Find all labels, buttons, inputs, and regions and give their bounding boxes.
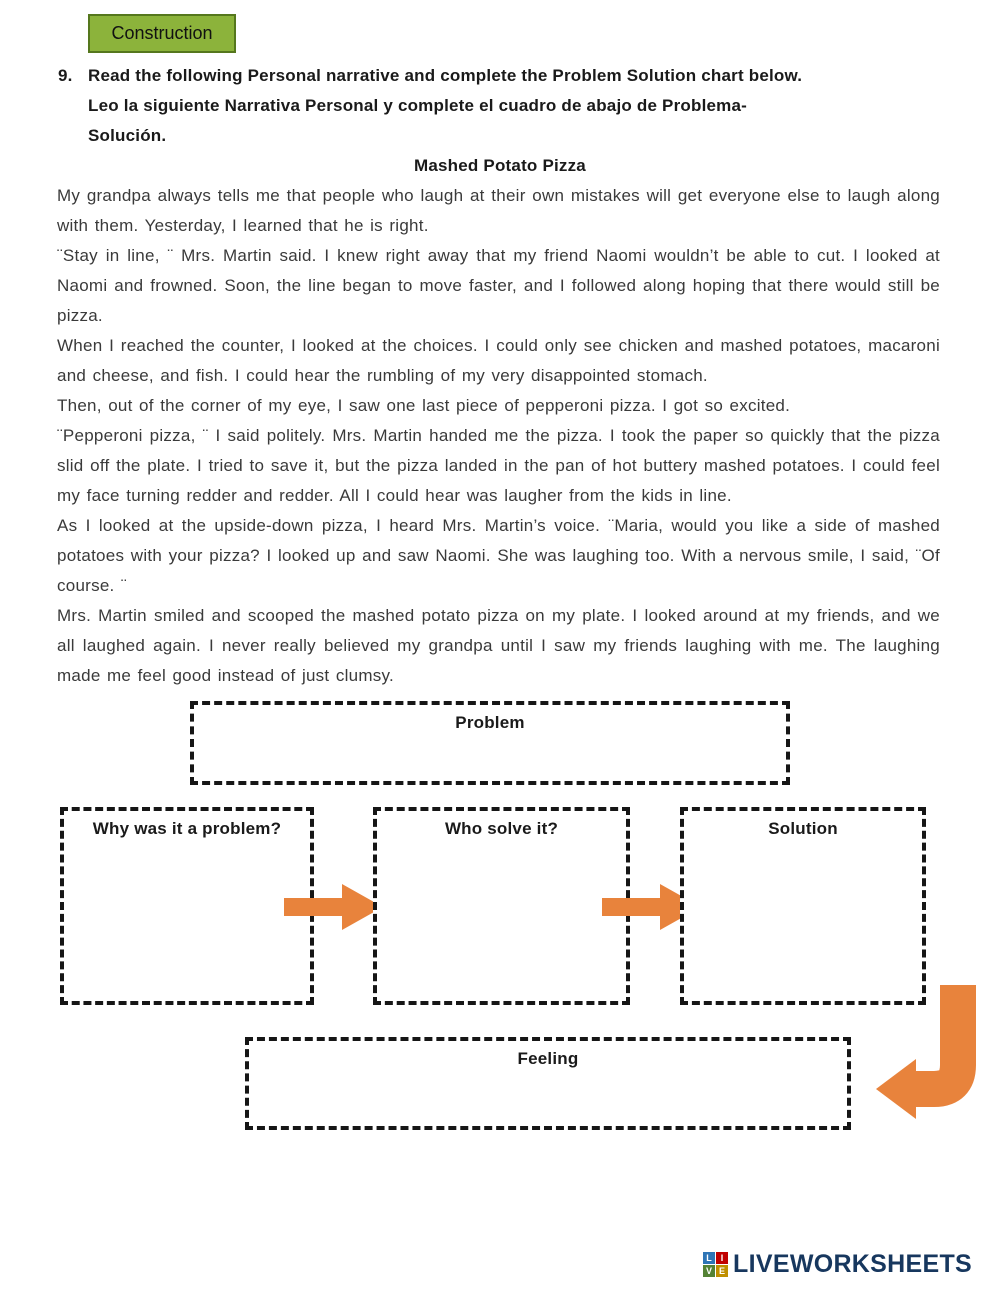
problem-label: Problem [455, 713, 525, 732]
feeling-label: Feeling [517, 1049, 579, 1068]
who-solve-answer-box[interactable]: Who solve it? [373, 807, 630, 1005]
story-title: Mashed Potato Pizza [414, 156, 586, 175]
why-problem-label: Why was it a problem? [92, 819, 282, 838]
story-paragraph-4: Then, out of the corner of my eye, I saw… [57, 396, 791, 415]
liveworksheets-logo-link[interactable]: L I V E LIVEWORKSHEETS [703, 1250, 972, 1279]
story-paragraph-3: When I reached the counter, I looked at … [57, 336, 940, 385]
story-paragraph-5: ¨Pepperoni pizza, ¨ I said politely. Mrs… [57, 426, 940, 505]
feeling-answer-box[interactable]: Feeling [245, 1037, 851, 1130]
problem-answer-box[interactable]: Problem [190, 701, 790, 785]
logo-letter-i: I [716, 1252, 729, 1264]
story-paragraph-7: Mrs. Martin smiled and scooped the mashe… [57, 606, 940, 685]
instruction-block: 9. Read the following Personal narrative… [58, 61, 940, 151]
solution-answer-box[interactable]: Solution [680, 807, 926, 1005]
instruction-line-spanish-2: Solución. [88, 126, 167, 145]
arrow-right-icon [284, 884, 383, 930]
who-solve-label: Who solve it? [444, 819, 559, 838]
liveworksheets-icon: L I V E [703, 1252, 729, 1277]
construction-badge: Construction [88, 14, 236, 53]
arrow-right-icon [602, 884, 701, 930]
logo-letter-v: V [703, 1265, 716, 1277]
logo-letter-l: L [703, 1252, 716, 1264]
instruction-text: Read the following Personal narrative an… [88, 61, 802, 151]
story-body: My grandpa always tells me that people w… [57, 181, 940, 691]
liveworksheets-wordmark: LIVEWORKSHEETS [733, 1250, 972, 1278]
arrow-down-left-icon [876, 985, 976, 1119]
story-paragraph-2: ¨Stay in line, ¨ Mrs. Martin said. I kne… [57, 246, 940, 325]
story-paragraph-1: My grandpa always tells me that people w… [57, 186, 940, 235]
why-problem-answer-box[interactable]: Why was it a problem? [60, 807, 314, 1005]
footer: L I V E LIVEWORKSHEETS [703, 1250, 972, 1279]
item-number: 9. [58, 66, 73, 85]
instruction-line-english: Read the following Personal narrative an… [88, 66, 803, 85]
story-paragraph-6: As I looked at the upside-down pizza, I … [57, 516, 940, 595]
instruction-line-spanish-1: Leo la siguiente Narrativa Personal y co… [88, 96, 747, 115]
problem-solution-chart: Problem Why was it a problem? Who solve … [0, 695, 1000, 1147]
logo-letter-e: E [716, 1265, 729, 1277]
solution-label: Solution [768, 819, 838, 838]
